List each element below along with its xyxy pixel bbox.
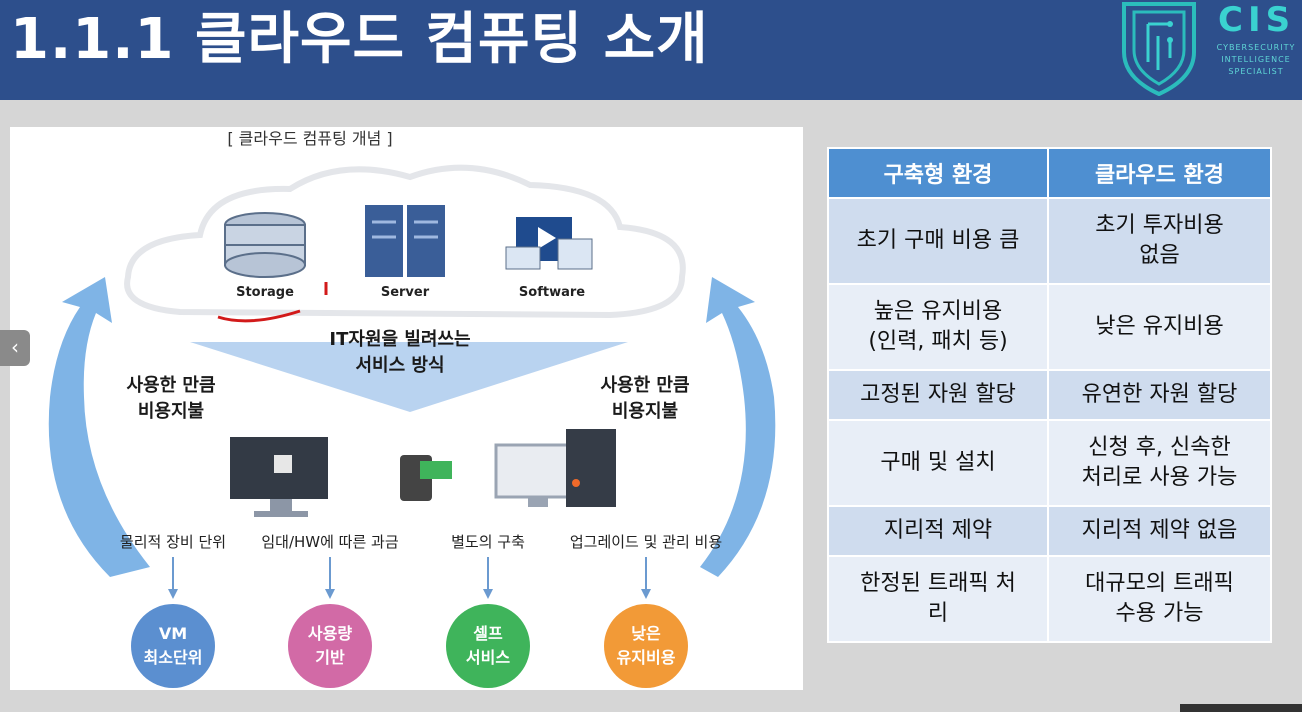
table-cell: 구매 및 설치 — [827, 419, 1049, 507]
table-cell: 한정된 트래픽 처 리 — [827, 555, 1049, 643]
table-row: 고정된 자원 할당 유연한 자원 할당 — [827, 369, 1272, 421]
comparison-table: 구축형 환경 클라우드 환경 초기 구매 비용 큼 초기 투자비용 없음 높은 … — [827, 147, 1272, 643]
server-icon — [365, 205, 445, 277]
software-icon — [505, 217, 593, 270]
figure-graphics — [48, 164, 776, 599]
table-cell: 대규모의 트래픽 수용 가능 — [1047, 555, 1272, 643]
storage-label: Storage — [236, 285, 294, 300]
bottom-edge-bar — [1180, 704, 1302, 712]
table-cell: 초기 구매 비용 큼 — [827, 197, 1049, 285]
table-row: 높은 유지비용 (인력, 패치 등) 낮은 유지비용 — [827, 283, 1272, 371]
table-row: 초기 구매 비용 큼 초기 투자비용 없음 — [827, 197, 1272, 285]
center-label: IT자원을 빌려쓰는 서비스 방식 — [329, 329, 471, 376]
table-cell: 지리적 제약 없음 — [1047, 505, 1272, 557]
table-cell: 고정된 자원 할당 — [827, 369, 1049, 421]
left-cost-label: 사용한 만큼 비용지불 — [126, 375, 216, 422]
table-header-cloud: 클라우드 환경 — [1047, 147, 1272, 199]
server-label: Server — [380, 285, 430, 300]
table-cell: 신청 후, 신속한 처리로 사용 가능 — [1047, 419, 1272, 507]
table-row: 한정된 트래픽 처 리 대규모의 트래픽 수용 가능 — [827, 555, 1272, 643]
table-cell: 유연한 자원 할당 — [1047, 369, 1272, 421]
slide-title: 1.1.1 클라우드 컴퓨팅 소개 — [10, 7, 709, 72]
logo-text: CIS — [1218, 0, 1296, 40]
table-cell: 지리적 제약 — [827, 505, 1049, 557]
phone-icon — [400, 455, 452, 501]
feature-label-1: 물리적 장비 단위 — [119, 533, 227, 551]
storage-icon — [224, 212, 306, 278]
chevron-left-icon: ‹ — [11, 335, 19, 359]
monitor-icon — [230, 437, 328, 517]
slide-header: 1.1.1 클라우드 컴퓨팅 소개 CIS CYBERSECURITY INTE… — [0, 0, 1302, 100]
table-header-onprem: 구축형 환경 — [827, 147, 1049, 199]
table-cell: 초기 투자비용 없음 — [1047, 197, 1272, 285]
red-underline — [217, 309, 301, 323]
cloud-shape — [124, 164, 686, 319]
desktop-icon — [494, 429, 616, 507]
software-label: Software — [518, 285, 586, 300]
cloud-concept-figure: [ 클라우드 컴퓨팅 개념 ] Storage Server Software … — [10, 127, 803, 690]
table-cell: 높은 유지비용 (인력, 패치 등) — [827, 283, 1049, 371]
cis-shield-icon — [1122, 2, 1196, 96]
previous-slide-button[interactable]: ‹ — [0, 330, 30, 366]
feature-label-3: 별도의 구축 — [451, 533, 525, 551]
table-row: 지리적 제약 지리적 제약 없음 — [827, 505, 1272, 557]
cis-logo: CIS CYBERSECURITY INTELLIGENCE SPECIALIS… — [1118, 0, 1302, 96]
right-cost-label: 사용한 만큼 비용지불 — [600, 375, 690, 422]
table-cell: 낮은 유지비용 — [1047, 283, 1272, 371]
figure-caption: [ 클라우드 컴퓨팅 개념 ] — [227, 129, 393, 148]
left-curved-arrow — [48, 277, 150, 577]
feature-label-2: 임대/HW에 따른 과금 — [261, 533, 399, 551]
logo-subtitle: CYBERSECURITY INTELLIGENCE SPECIALIST — [1216, 43, 1296, 76]
center-banner — [190, 342, 628, 412]
table-row: 구매 및 설치 신청 후, 신속한 처리로 사용 가능 — [827, 419, 1272, 507]
feature-label-4: 업그레이드 및 관리 비용 — [569, 533, 723, 551]
right-curved-arrow — [700, 277, 776, 577]
